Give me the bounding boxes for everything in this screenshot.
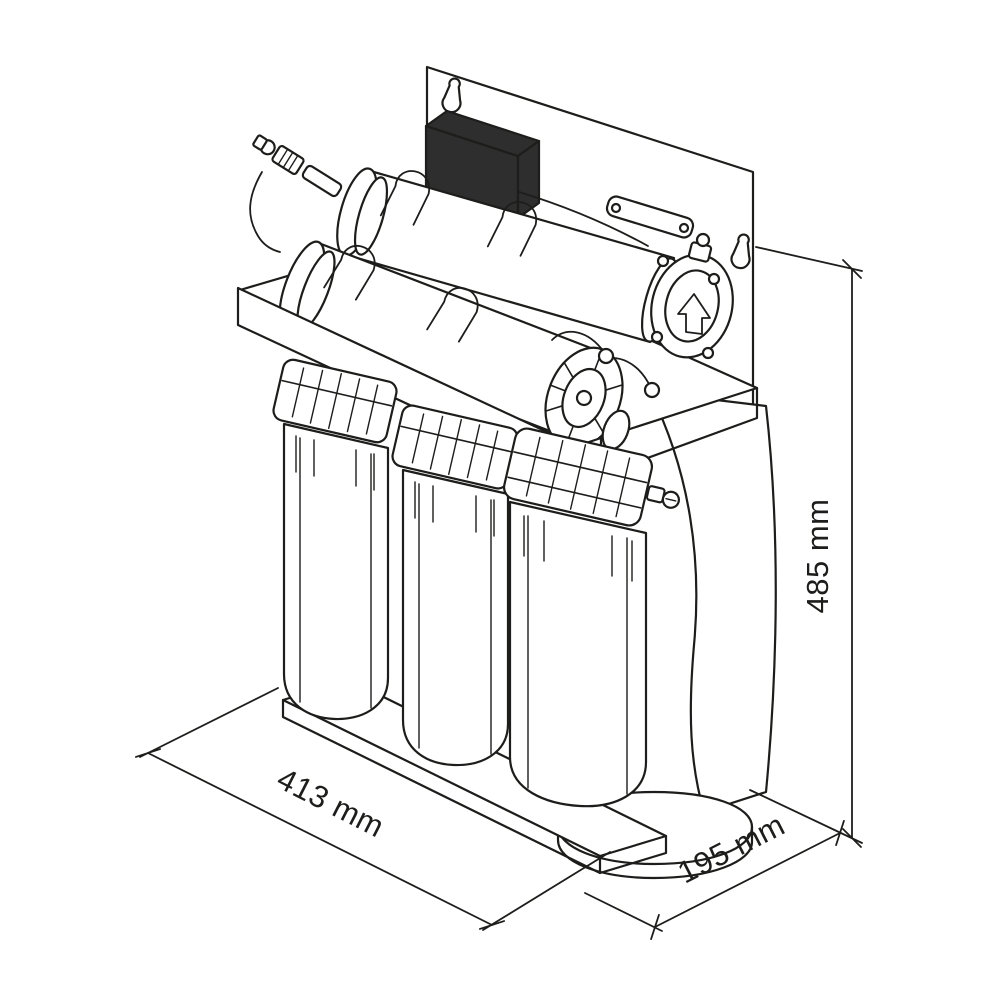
width-dimension-label: 413 mm (272, 761, 390, 844)
dimension-height: 485 mm (755, 246, 863, 848)
filter-unit-drawing: 413 mm 195 mm 485 mm (134, 65, 863, 941)
height-dimension-label: 485 mm (800, 499, 835, 614)
power-cable (518, 191, 649, 247)
keyhole-slot-right (730, 233, 751, 270)
filter-cartridge-3 (502, 427, 680, 808)
keyhole-slot-left (441, 77, 462, 114)
rear-leg (648, 390, 777, 814)
flow-arrow-icon (677, 293, 711, 335)
retaining-clip (426, 286, 479, 343)
retaining-clip (323, 244, 376, 301)
tubing (551, 331, 661, 399)
filter-cartridge-1 (272, 358, 398, 721)
inlet-fitting (249, 134, 343, 253)
cap-side-fitting (645, 485, 680, 509)
hanger-bracket (605, 195, 695, 239)
pump-head (650, 232, 734, 360)
filter-cartridge-2 (391, 404, 519, 767)
retaining-clip (379, 170, 430, 226)
pump-top-fitting (687, 232, 713, 263)
retaining-clip (486, 201, 537, 257)
tube (249, 171, 281, 253)
